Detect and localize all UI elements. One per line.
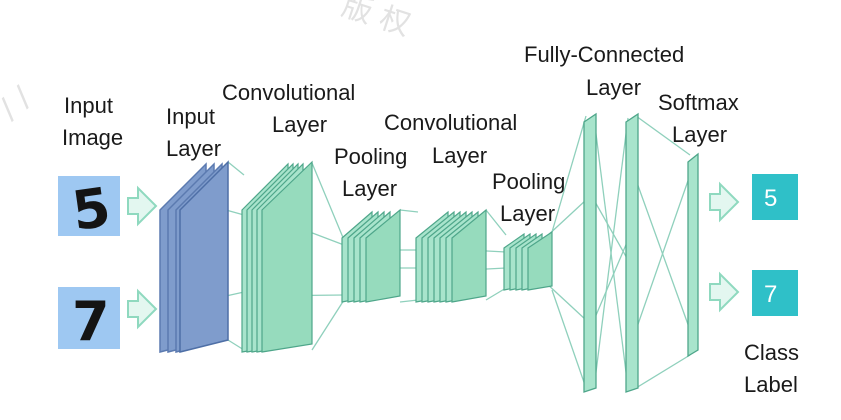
conv1-front <box>261 160 313 353</box>
label-softmax-line1: Softmax <box>658 90 739 115</box>
pooling-layer-2-stack <box>503 230 553 291</box>
svg-text:/ /: / / <box>0 80 39 127</box>
label-class-line1: Class <box>744 340 799 365</box>
input-image-bottom: 7 <box>58 287 120 353</box>
label-conv1-line1: Convolutional <box>222 80 355 105</box>
conv-layer-2-stack <box>415 208 487 303</box>
class-box-bg <box>752 270 798 316</box>
input-image-top-digit: 5 <box>68 175 114 243</box>
arrow-shape <box>709 181 740 223</box>
arrow-shape <box>127 288 158 330</box>
fc1-bar <box>583 112 597 393</box>
class-value-bottom: 7 <box>764 281 777 308</box>
svg-text:版 权: 版 权 <box>338 0 415 43</box>
input-layer-stack <box>159 160 229 353</box>
input-image-top-bg <box>58 176 120 236</box>
label-conv2-line1: Convolutional <box>384 110 517 135</box>
label-softmax-line2: Layer <box>672 122 727 147</box>
softmax-layer-bar <box>687 152 699 358</box>
label-input-layer-line1: Input <box>166 104 215 129</box>
connection-lines <box>225 115 691 389</box>
input-image-bottom-digit: 7 <box>72 290 110 353</box>
label-input-image-line2: Image <box>62 125 123 150</box>
label-conv2-line2: Layer <box>432 143 487 168</box>
output-arrow-bottom <box>709 271 740 313</box>
label-conv1-line2: Layer <box>272 112 327 137</box>
softmax-bar <box>687 152 699 358</box>
pooling-layer-1-stack <box>341 208 401 303</box>
pool2-front <box>527 230 553 291</box>
input-layer-front <box>179 160 229 353</box>
fully-connected-layer-2 <box>625 112 639 393</box>
class-box-bottom: 7 <box>752 270 798 316</box>
input-arrow-top <box>127 185 158 227</box>
class-box-top: 5 <box>752 174 798 220</box>
label-input-layer-line2: Layer <box>166 136 221 161</box>
input-image-bottom-bg <box>58 287 120 349</box>
arrow-shape <box>709 271 740 313</box>
input-image-top: 5 <box>58 175 120 243</box>
conv-layer-1-stack <box>241 160 313 353</box>
class-value-top: 5 <box>764 185 777 212</box>
fc2-bar <box>625 112 639 393</box>
label-fc-line1: Fully-Connected <box>524 42 684 67</box>
input-arrow-bottom <box>127 288 158 330</box>
label-pool2-line1: Pooling <box>492 169 565 194</box>
label-fc-line2: Layer <box>586 75 641 100</box>
fully-connected-layer-1 <box>583 112 597 393</box>
class-box-bg <box>752 174 798 220</box>
pool1-front <box>365 208 401 303</box>
arrow-shape <box>127 185 158 227</box>
label-pool1-line2: Layer <box>342 176 397 201</box>
label-input-image-line1: Input <box>64 93 113 118</box>
label-pool2-line2: Layer <box>500 201 555 226</box>
conv2-front <box>451 208 487 303</box>
output-arrow-top <box>709 181 740 223</box>
label-class-line2: Label <box>744 372 798 397</box>
label-pool1-line1: Pooling <box>334 144 407 169</box>
